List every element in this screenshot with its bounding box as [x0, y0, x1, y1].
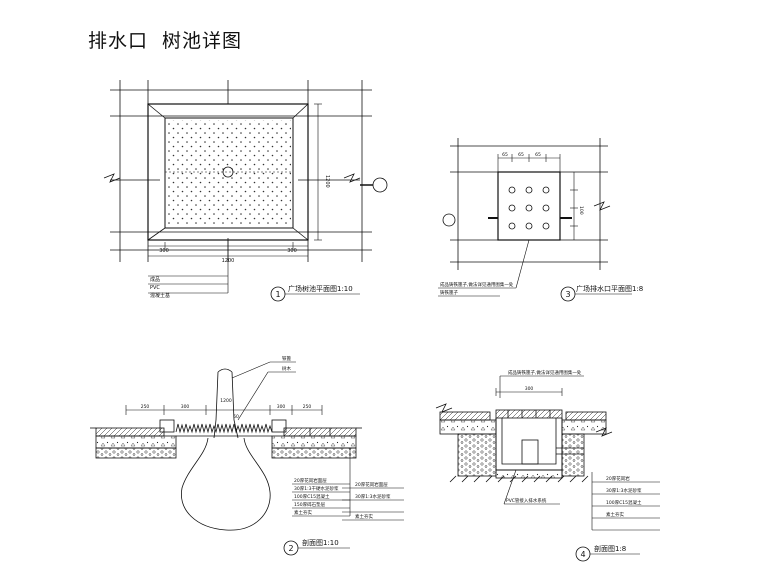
v2-note-a5: 素土夯实	[294, 509, 312, 516]
v1-note-2: PVC	[150, 285, 160, 291]
view-2-tree-pit-section	[90, 361, 404, 556]
v2-note-b2: 30厚1:3水泥砂浆	[355, 493, 391, 500]
v2-dim-6: 60	[233, 414, 239, 420]
v2-dim-4: 300	[277, 404, 286, 410]
v4-caption-number: 4	[580, 550, 585, 559]
v3-dim-t3: 65	[535, 152, 541, 158]
v3-note-2: 铸铁篦子	[440, 289, 458, 296]
v4-dim-width: 300	[525, 386, 534, 392]
v2-caption: 剖面图1:10	[302, 538, 339, 547]
v3-caption-number: 3	[565, 290, 570, 299]
v2-dim-1: 250	[141, 404, 150, 410]
title-part-tree-pit: 树池详图	[162, 30, 243, 52]
v2-dim-2: 300	[181, 404, 190, 410]
v2-dim-3: 1200	[220, 398, 232, 404]
v4-note-r1: 20厚花岗岩	[606, 475, 630, 482]
v3-caption: 广场排水口平面图1:8	[576, 284, 643, 293]
v2-note-b3: 素土夯实	[355, 513, 373, 520]
v4-note-r4: 素土夯实	[606, 511, 624, 518]
v3-dim-t1: 65	[502, 152, 508, 158]
v1-dim-side: 1200	[324, 175, 330, 188]
v4-caption: 剖面图1:8	[594, 544, 626, 553]
v4-label-top: 成品铸铁篦子,做法详见通用图集一处	[508, 369, 582, 376]
v2-note-a2: 30厚1:3干硬水泥砂浆	[294, 485, 339, 492]
v4-note-r3: 100厚C15混凝土	[606, 499, 642, 506]
v2-note-b1: 20厚花岗岩面层	[355, 481, 388, 488]
v2-label-grate: 铁篦	[282, 355, 291, 362]
v4-note-left: PVC管接入排水系统	[506, 497, 547, 504]
v2-caption-number: 2	[288, 544, 293, 553]
v2-note-a4: 150厚碎石垫层	[294, 501, 326, 508]
view-1-tree-pit-plan	[103, 80, 388, 302]
v1-caption: 广场树池平面图1:10	[288, 284, 353, 293]
v1-note-1: 成品	[150, 276, 160, 283]
v2-note-a3: 100厚C15混凝土	[294, 493, 330, 500]
drawing-title: 排水口树池详图	[88, 26, 242, 53]
v3-note-1: 成品铸铁篦子,做法详见通用图集一处	[440, 281, 514, 288]
v2-label-tree: 树木	[282, 365, 291, 372]
v1-dim-overall: 1200	[222, 258, 235, 264]
view-4-outlet-section	[435, 375, 660, 562]
title-part-outlet: 排水口	[88, 30, 149, 52]
v1-dim-right: 300	[287, 248, 297, 254]
v3-dim-t2: 65	[518, 152, 524, 158]
view-4-texts: 成品铸铁篦子,做法详见通用图集一处 300 PVC管接入排水系统 20厚花岗岩 …	[506, 369, 642, 559]
view-1-texts: 300 300 1200 1200 成品 PVC 混凝土基 1 广场树池平面图1…	[150, 175, 353, 299]
view-2-texts: 250 300 1200 300 250 60 铁篦 树木 20厚花岗岩面层 3…	[141, 355, 391, 553]
view-3-texts: 65 65 65 100 成品铸铁篦子,做法详见通用图集一处 铸铁篦子 3 广场…	[440, 152, 643, 299]
v2-note-a1: 20厚花岗岩面层	[294, 477, 327, 484]
v1-dim-left: 300	[159, 248, 169, 254]
v4-note-r2: 30厚1:3水泥砂浆	[606, 487, 642, 494]
v2-dim-5: 250	[303, 404, 312, 410]
v1-caption-number: 1	[275, 290, 280, 299]
view-3-outlet-plan	[438, 138, 632, 302]
v1-note-3: 混凝土基	[150, 292, 170, 299]
v3-dim-r1: 100	[578, 206, 584, 215]
